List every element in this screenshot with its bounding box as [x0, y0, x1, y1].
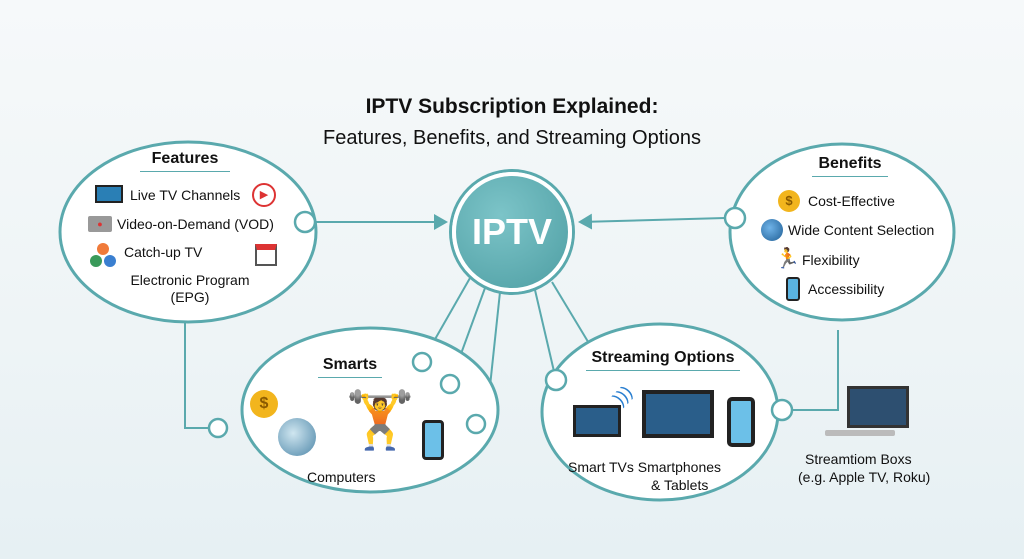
feature-item: Video-on-Demand (VOD)	[117, 216, 274, 232]
network-icon	[90, 242, 116, 268]
phone-icon	[786, 277, 800, 301]
person-icon: 🏃	[775, 248, 800, 270]
set-top-box-icon	[825, 430, 895, 436]
streaming-heading: Streaming Options	[586, 349, 740, 371]
benefit-item: Flexibility	[802, 252, 860, 268]
features-heading: Features	[140, 150, 230, 172]
page-subtitle: Features, Benefits, and Streaming Option…	[323, 127, 701, 149]
play-icon: ▶	[252, 183, 276, 207]
benefit-item: Accessibility	[808, 281, 885, 297]
streaming-label: Smart TVs Smartphones	[568, 459, 722, 475]
iptv-hub: IPTV	[452, 172, 572, 292]
feature-item: Electronic Program (EPG)	[130, 272, 250, 305]
boxes-label: Streamtiom Boxs	[805, 451, 912, 467]
benefit-item: Cost-Effective	[808, 193, 895, 209]
person-icon: 🏋	[345, 388, 415, 451]
globe-icon	[278, 418, 316, 456]
page-title: IPTV Subscription Explained:	[365, 95, 659, 118]
globe-icon	[761, 219, 783, 241]
dollar-icon: $	[778, 190, 800, 212]
monitor-icon	[573, 405, 621, 437]
tv-icon	[95, 185, 123, 203]
smarts-heading: Smarts	[318, 356, 382, 378]
feature-item: Catch-up TV	[124, 244, 203, 260]
phone-icon	[727, 397, 755, 447]
dollar-icon: $	[250, 390, 278, 418]
benefits-heading: Benefits	[812, 155, 888, 177]
smarts-label: Computers	[307, 469, 376, 485]
benefit-item: Wide Content Selection	[788, 222, 935, 238]
calendar-icon	[255, 244, 277, 266]
streaming-label: & Tablets	[651, 477, 709, 493]
phone-icon	[422, 420, 444, 460]
feature-item: Live TV Channels	[130, 187, 241, 203]
monitor-icon	[642, 390, 714, 438]
smart-tv-box-icon	[847, 386, 909, 428]
video-icon: ●	[88, 216, 112, 232]
boxes-label: (e.g. Apple TV, Roku)	[798, 469, 931, 485]
